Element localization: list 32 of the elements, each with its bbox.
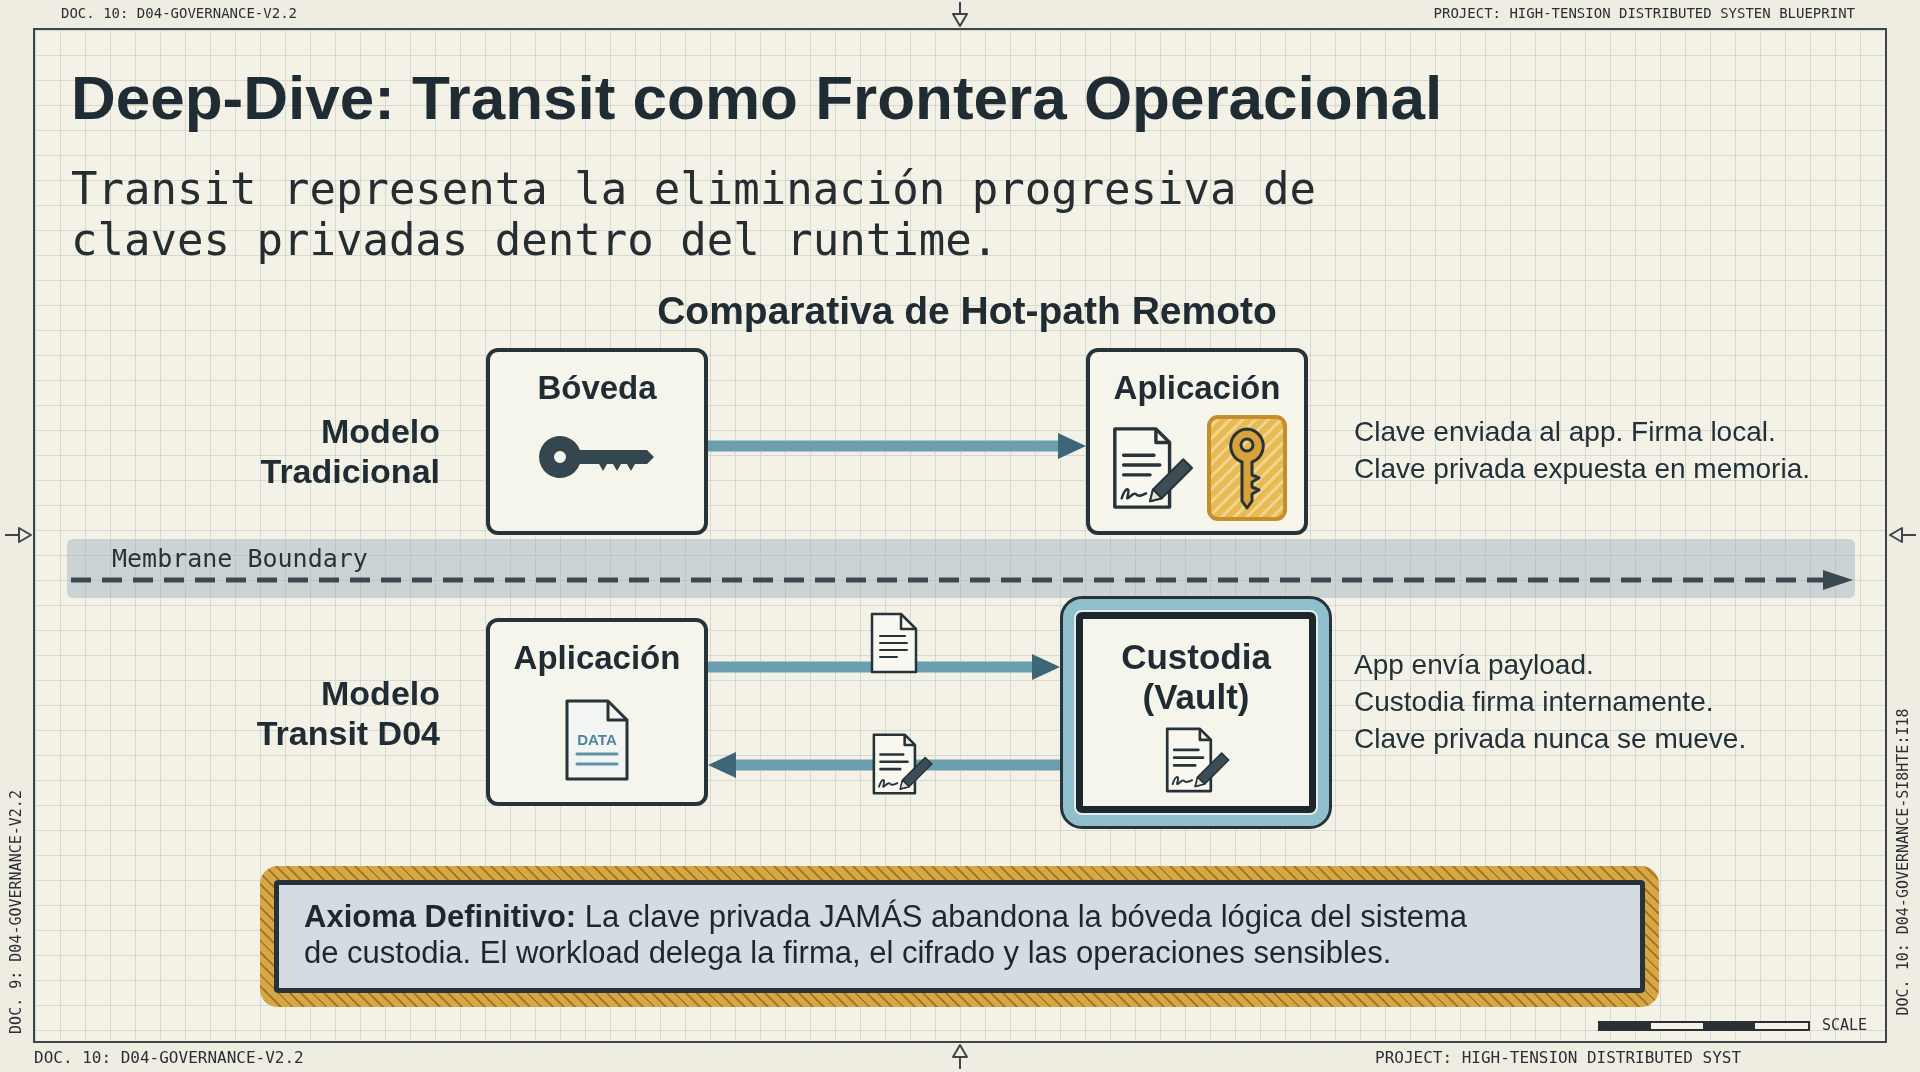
scale-label: SCALE [1822, 1015, 1868, 1035]
document-code: DOC. 10: D04-GOVERNANCE-V2.2 [34, 1048, 304, 1068]
note-text: Clave enviada al app. Firma local. [1354, 415, 1776, 449]
boundary-label: Membrane Boundary [112, 544, 369, 574]
subtitle-text: Transit representa la eliminación progresiva de claves privadas dentro del runtime. [71, 163, 1318, 265]
box-title: Bóveda [536, 368, 658, 408]
arrow [708, 433, 1086, 459]
arrow [708, 654, 1060, 680]
box-title: Aplicación [1113, 368, 1281, 408]
document-code: DOC. 9: D04-GOVERNANCE-V2.2 [6, 790, 26, 1034]
row-label: Modelo Tradicional [259, 411, 440, 491]
note-text: Clave privada expuesta en memoria. [1354, 452, 1810, 486]
note-text: Custodia firma internamente. [1354, 685, 1714, 719]
section-heading: Comparativa de Hot-path Remoto [657, 288, 1277, 334]
note-text: Clave privada nunca se mueve. [1354, 722, 1747, 756]
box-title: Custodia (Vault) [1120, 637, 1272, 717]
document-code: DOC. 10: D04-GOVERNANCE-SI8HTE:I18 [1893, 708, 1913, 1016]
row-label: Modelo Transit D04 [255, 673, 440, 753]
process-box [486, 348, 708, 535]
process-box [486, 618, 708, 806]
arrow [708, 752, 1060, 778]
note-text: App envía payload. [1354, 648, 1594, 682]
project-code: PROJECT: HIGH-TENSION DISTRIBUTED SYSTEN BLUEPRINT [1433, 4, 1855, 22]
slide-title: Deep-Dive: Transit como Frontera Operacional [71, 63, 1443, 133]
axiom-text: Axioma Definitivo: La clave privada JAMÁS abandona la bóveda lógica del sistema de custodia. El workload delega la firma, el cifrado y las operaciones sensibles. [304, 899, 1469, 971]
custody-box [1060, 596, 1332, 829]
process-box [1086, 348, 1308, 535]
project-code: PROJECT: HIGH-TENSION DISTRIBUTED SYST [1375, 1048, 1742, 1068]
document-code: DOC. 10: D04-GOVERNANCE-V2.2 [61, 4, 297, 22]
data-label: DATA [577, 731, 617, 748]
box-title: Aplicación [513, 638, 681, 678]
boundary-band [67, 539, 1855, 598]
